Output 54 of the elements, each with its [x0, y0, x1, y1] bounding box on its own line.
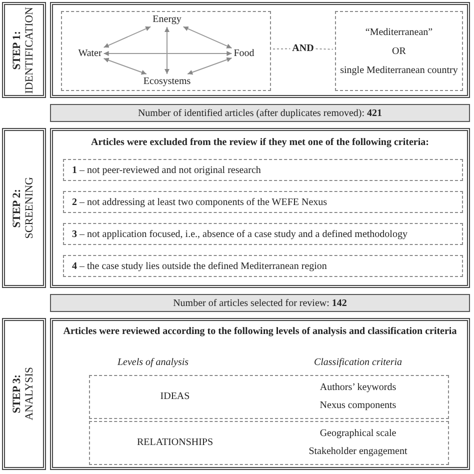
step-label-panel	[2, 2, 46, 98]
criterion-text: 3 – not application focused, i.e., absence of a case study and a defined methodology	[72, 228, 408, 240]
criterion-box	[63, 255, 463, 277]
connector-line	[272, 48, 291, 50]
column-heading: Classification criteria	[312, 357, 404, 369]
node-label: Energy	[152, 14, 182, 25]
arrow	[103, 58, 147, 75]
level-name: RELATIONSHIPS	[136, 437, 214, 449]
level-name: IDEAS	[159, 391, 191, 403]
arrow	[103, 26, 152, 48]
criterion-box	[63, 191, 463, 213]
arrow	[187, 57, 232, 75]
criterion-box	[89, 375, 449, 419]
arrow	[103, 51, 232, 56]
criterion-text: single Mediterranean country	[340, 64, 458, 76]
criterion-box	[63, 223, 463, 245]
count-text: Number of articles selected for review: 142	[173, 298, 347, 308]
step-name: SCREENING	[24, 177, 37, 239]
criterion-text: OR	[392, 46, 406, 56]
criterion-text: “Mediterranean”	[365, 26, 433, 38]
criterion-text: Authors’ keywords	[318, 382, 398, 394]
step-label-panel	[2, 318, 46, 470]
criterion-text: Stakeholder engagement	[308, 446, 408, 458]
count-bar	[50, 294, 470, 312]
criterion-box	[63, 159, 463, 181]
step-number: STEP 1:	[11, 30, 24, 72]
step-panel	[50, 128, 470, 288]
heading: Articles were excluded from the review if they met one of the following criteria:	[90, 137, 430, 149]
criterion-text: 1 – not peer-reviewed and not original research	[72, 164, 261, 176]
step-panel	[50, 318, 470, 470]
dashed-box	[61, 11, 271, 91]
criterion-text: 2 – not addressing at least two components of the WEFE Nexus	[72, 196, 328, 208]
connector-line	[315, 48, 334, 50]
node-label: AND	[292, 43, 314, 54]
count-bar	[50, 104, 470, 122]
count-text: Number of identified articles (after duplicates removed): 421	[138, 108, 382, 118]
step-name: IDENTIFICATION	[24, 6, 37, 94]
arrow	[182, 26, 232, 49]
node-label: Food	[234, 48, 254, 59]
node-label: Ecosystems	[143, 76, 191, 87]
criterion-box	[89, 421, 449, 465]
step-name: ANALYSIS	[24, 367, 37, 421]
heading: Articles were reviewed according to the following levels of analysis and classification criteria	[63, 326, 457, 338]
column-heading: Levels of analysis	[116, 357, 190, 369]
step-number: STEP 2:	[11, 188, 24, 230]
criterion-text: Geographical scale	[318, 428, 398, 440]
step-panel	[50, 2, 470, 98]
step-label-panel	[2, 128, 46, 288]
criterion-text: 4 – the case study lies outside the defined Mediterranean region	[72, 260, 327, 272]
dashed-box	[335, 11, 463, 91]
node-label: Water	[78, 48, 102, 59]
arrow	[164, 26, 170, 74]
step-number: STEP 3:	[11, 374, 24, 416]
criterion-text: Nexus components	[318, 400, 398, 412]
